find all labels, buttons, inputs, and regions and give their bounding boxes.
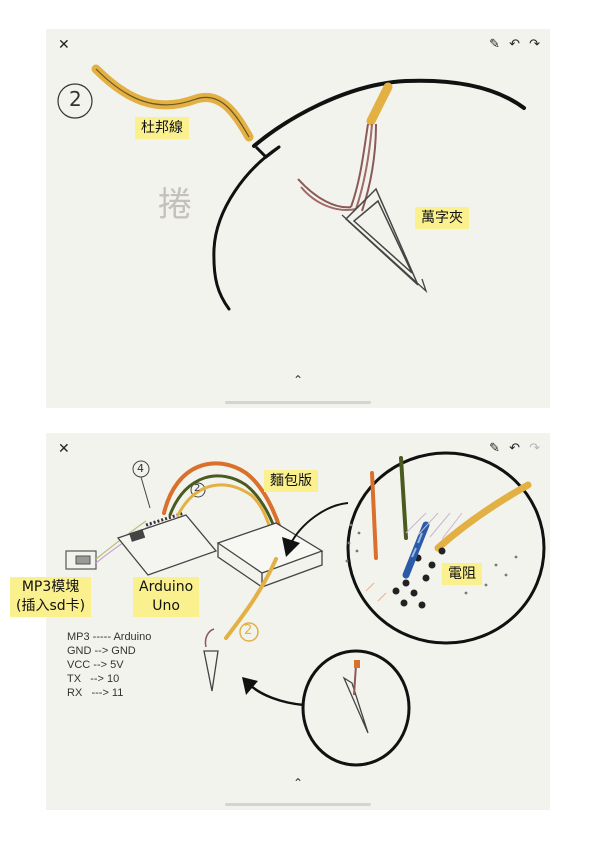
wire-number-4: 4 xyxy=(137,462,144,475)
black-notch xyxy=(254,145,280,159)
mp3-module-shape xyxy=(65,550,97,570)
breadboard-shape xyxy=(216,522,324,574)
close-icon[interactable]: ✕ xyxy=(58,37,70,53)
step-number: 2 xyxy=(69,87,82,111)
zoom-circle-breadboard xyxy=(346,451,546,645)
label-paperclip: 萬字夾 xyxy=(415,207,469,229)
home-indicator xyxy=(225,803,371,806)
zoom-circle-clip xyxy=(301,649,411,767)
sketch-clip-wire xyxy=(57,64,526,311)
home-indicator xyxy=(225,401,371,404)
sketch-wiring xyxy=(65,451,546,767)
collapse-chevron-icon[interactable]: ⌃ xyxy=(292,776,304,790)
pen-icon[interactable]: ✎ xyxy=(489,37,500,52)
collapse-chevron-icon[interactable]: ⌃ xyxy=(292,373,304,387)
drawing-canvas-top[interactable]: ✕ ✎ ↶ ↷ 2 捲 杜邦線 萬字夾 ⌃ xyxy=(46,29,550,408)
label-breadboard: 麵包版 xyxy=(264,470,318,492)
handwritten-char: 捲 xyxy=(158,185,192,225)
black-curve-left xyxy=(212,145,281,311)
note-line: GND --> GND xyxy=(67,645,136,657)
dupont-wire-outline xyxy=(95,68,250,138)
wire-number-2-small: 2 xyxy=(194,483,201,494)
wire-strand xyxy=(350,123,369,208)
label-mp3-module: MP3模塊 (插入sd卡) xyxy=(10,577,92,617)
step-number-circle xyxy=(57,83,93,119)
yellow-wire-down xyxy=(224,557,278,640)
label-resistor: 電阻 xyxy=(442,563,482,585)
drawing-canvas-bottom[interactable]: ✕ ✎ ↶ ↷ 4 2 2 麵包版 電阻 MP3模塊 (插入sd卡) Ardui… xyxy=(10,433,550,810)
wire-number-circle-large xyxy=(239,622,259,642)
note-line: MP3 ----- Arduino xyxy=(67,631,152,643)
label-dupont-wire: 杜邦線 xyxy=(135,117,189,139)
black-curve xyxy=(252,78,526,148)
undo-icon[interactable]: ↶ xyxy=(509,441,520,456)
orange-wire xyxy=(162,461,288,555)
wire-number-circle-2 xyxy=(190,482,206,498)
note-line: VCC --> 5V xyxy=(67,659,124,671)
note-line: RX ---> 11 xyxy=(67,687,124,699)
wire-number-2-large: 2 xyxy=(244,623,253,638)
redo-icon[interactable]: ↷ xyxy=(529,441,540,456)
label-arduino: Arduino Uno xyxy=(133,577,200,617)
arduino-board-shape xyxy=(116,514,218,576)
note-line: TX --> 10 xyxy=(67,673,120,685)
pen-icon[interactable]: ✎ xyxy=(489,441,500,456)
clip-small xyxy=(203,650,219,692)
close-icon[interactable]: ✕ xyxy=(58,441,70,457)
breadboard-holes xyxy=(392,547,446,609)
redo-icon[interactable]: ↷ xyxy=(529,37,540,52)
wire-tip xyxy=(366,82,393,126)
undo-icon[interactable]: ↶ xyxy=(509,37,520,52)
